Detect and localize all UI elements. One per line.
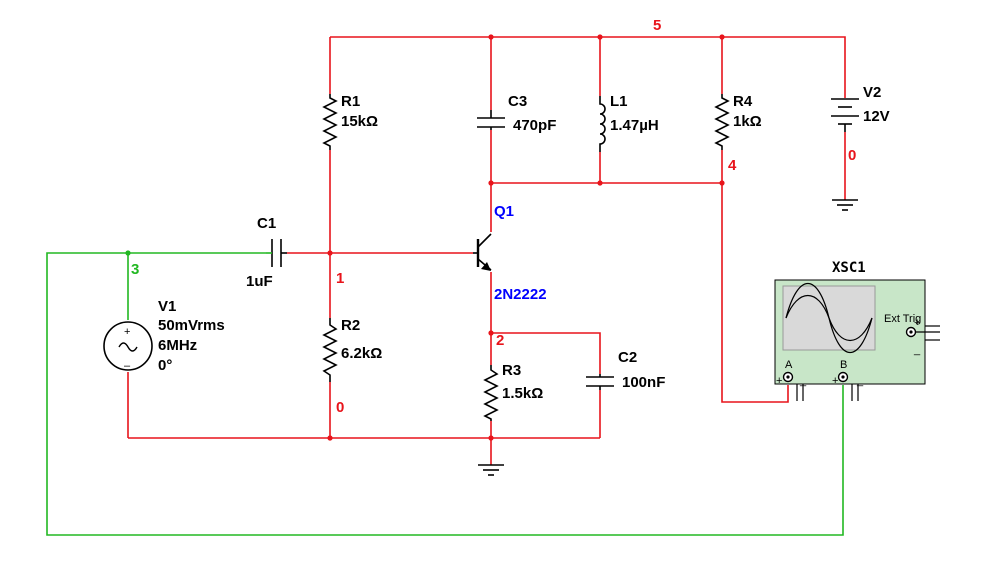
scope-b-minus: _: [856, 375, 864, 387]
scope-b-plus: +: [832, 375, 838, 387]
q1-emitter-arrow: [481, 262, 491, 271]
r2-value: 6.2kΩ: [341, 345, 382, 362]
v2-name: V2: [863, 84, 881, 101]
c2-value: 100nF: [622, 374, 665, 391]
v1-plus-sign: +: [124, 326, 130, 338]
r4-value: 1kΩ: [733, 113, 762, 130]
oscilloscope-xsc1[interactable]: [774, 279, 940, 401]
net-label-0-bottom: 0: [336, 399, 344, 416]
l1-inductor: [599, 96, 606, 152]
v1-source-circle: [103, 321, 153, 371]
scope-a-minus: _: [799, 375, 807, 387]
r3-resistor: [483, 365, 499, 421]
scope-trig-minus: _: [913, 344, 921, 356]
r4-name: R4: [733, 93, 753, 110]
r1-value: 15kΩ: [341, 113, 378, 130]
scope-label-a: A: [785, 359, 793, 371]
green-wires: [46, 252, 844, 536]
wire-net3-loop: [46, 252, 844, 536]
q1-name: Q1: [494, 203, 514, 220]
net-label-0-v2: 0: [848, 147, 856, 164]
wire-net5-top: [330, 36, 846, 98]
net-label-1: 1: [336, 270, 344, 287]
l1-name: L1: [610, 93, 628, 110]
scope-ext-trig-label: Ext Trig: [884, 313, 921, 325]
wire-c2-top: [491, 332, 601, 374]
v1-frequency: 6MHz: [158, 337, 197, 354]
v1-amplitude: 50mVrms: [158, 317, 225, 334]
net-label-3: 3: [131, 261, 139, 278]
scope-trace-2: [785, 294, 873, 342]
r2-name: R2: [341, 317, 360, 334]
scope-a-plus: +: [776, 375, 782, 387]
net-label-4: 4: [728, 157, 737, 174]
v1-sine: [118, 342, 138, 352]
r3-value: 1.5kΩ: [502, 385, 543, 402]
r4-resistor: [714, 94, 730, 150]
v1-name: V1: [158, 298, 176, 315]
c1-value: 1uF: [246, 273, 273, 290]
c3-name: C3: [508, 93, 527, 110]
c3-value: 470pF: [513, 117, 556, 134]
c2-name: C2: [618, 349, 637, 366]
r1-name: R1: [341, 93, 360, 110]
scope-label-b: B: [840, 359, 847, 371]
red-wires: [127, 36, 846, 465]
r1-resistor: [322, 94, 338, 150]
r2-resistor: [322, 318, 338, 382]
q1-model: 2N2222: [494, 286, 547, 303]
wire-net4-scope: [721, 183, 789, 403]
v1-phase: 0°: [158, 357, 172, 374]
v2-value: 12V: [863, 108, 890, 125]
net-label-2: 2: [496, 332, 504, 349]
c1-name: C1: [257, 215, 276, 232]
net-label-5: 5: [653, 17, 661, 34]
q1-collector-leg: [477, 233, 492, 248]
r3-name: R3: [502, 362, 521, 379]
v1-minus-sign: –: [124, 360, 131, 372]
l1-value: 1.47µH: [610, 117, 659, 134]
component-symbols: [103, 94, 859, 476]
junction-net3: [125, 250, 131, 256]
scope-name: XSC1: [832, 260, 866, 276]
scope-trig-plus: +: [914, 317, 920, 329]
junctions: [327, 34, 725, 441]
